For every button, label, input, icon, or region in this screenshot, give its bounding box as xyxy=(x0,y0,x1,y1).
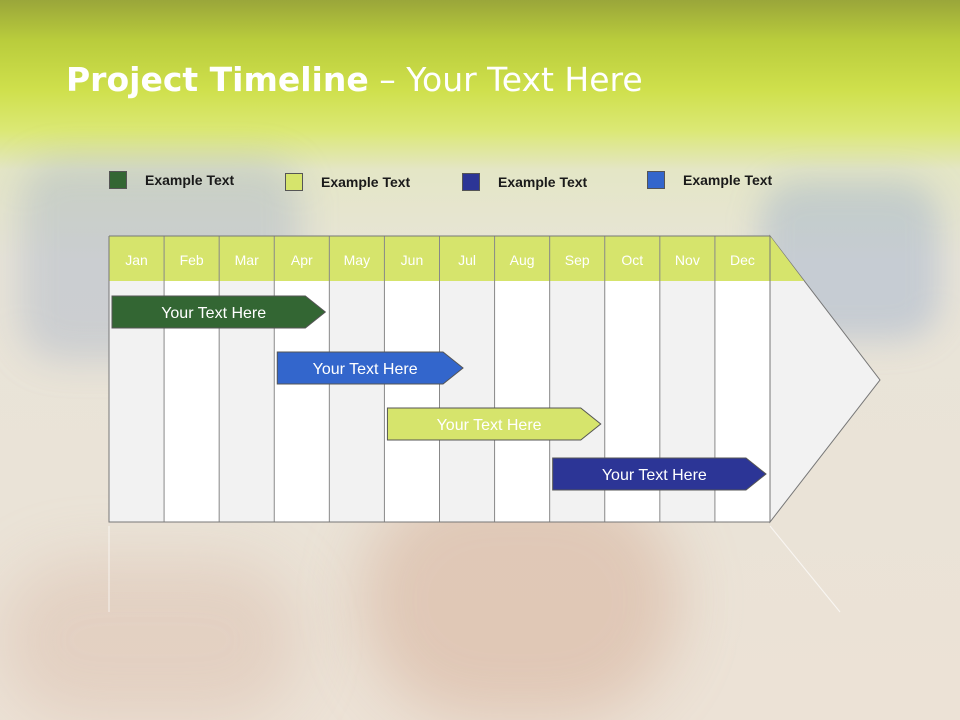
legend-swatch xyxy=(285,173,303,191)
legend-item: Example Text xyxy=(109,170,234,190)
month-label: Dec xyxy=(730,252,755,268)
month-label: Sep xyxy=(565,252,590,268)
task-label: Your Text Here xyxy=(161,305,266,322)
month-label: Aug xyxy=(510,252,535,268)
month-header-cell xyxy=(384,236,440,281)
legend-label: Example Text xyxy=(498,174,588,190)
month-header-cell xyxy=(109,236,165,281)
reflection-line xyxy=(769,525,841,613)
legend-item: Example Text xyxy=(462,172,587,192)
month-header-cell xyxy=(659,236,715,281)
month-label: Oct xyxy=(621,252,643,268)
month-header-cell xyxy=(329,236,385,281)
task-bar xyxy=(276,351,464,385)
month-label: Apr xyxy=(291,252,313,268)
timeline-border xyxy=(108,236,770,523)
legend-label: Example Text xyxy=(683,172,773,188)
legend-swatch xyxy=(462,173,480,191)
month-header-cell xyxy=(549,236,605,281)
month-column xyxy=(329,281,385,522)
month-column xyxy=(439,281,495,522)
legend-label: Example Text xyxy=(145,172,235,188)
month-label: May xyxy=(344,252,370,268)
month-header-cell xyxy=(604,236,660,281)
title-rest: – Your Text Here xyxy=(368,60,643,99)
task-bar xyxy=(552,457,767,491)
legend-label: Example Text xyxy=(321,174,411,190)
task-label: Your Text Here xyxy=(437,417,542,434)
month-label: Nov xyxy=(675,252,700,268)
month-header-cell xyxy=(714,236,770,281)
month-label: Mar xyxy=(235,252,259,268)
legend-item: Example Text xyxy=(285,172,410,192)
slide-title: Project Timeline – Your Text Here xyxy=(66,60,643,99)
task-bar xyxy=(111,295,327,329)
header-extension xyxy=(770,236,804,281)
task-bar xyxy=(386,407,602,441)
month-label: Jan xyxy=(125,252,148,268)
month-column xyxy=(384,281,440,522)
month-column xyxy=(494,281,550,522)
month-header-cell xyxy=(274,236,330,281)
legend-swatch xyxy=(647,171,665,189)
task-label: Your Text Here xyxy=(602,467,707,484)
title-bold: Project Timeline xyxy=(66,60,369,99)
task-label: Your Text Here xyxy=(313,361,418,378)
month-label: Jul xyxy=(458,252,476,268)
month-header-cell xyxy=(164,236,220,281)
month-header-cell xyxy=(219,236,275,281)
legend-item: Example Text xyxy=(647,170,772,190)
month-label: Jun xyxy=(401,252,424,268)
month-header-cell xyxy=(439,236,495,281)
background-blur xyxy=(0,560,300,720)
month-header-cell xyxy=(494,236,550,281)
month-label: Feb xyxy=(180,252,204,268)
legend-swatch xyxy=(109,171,127,189)
